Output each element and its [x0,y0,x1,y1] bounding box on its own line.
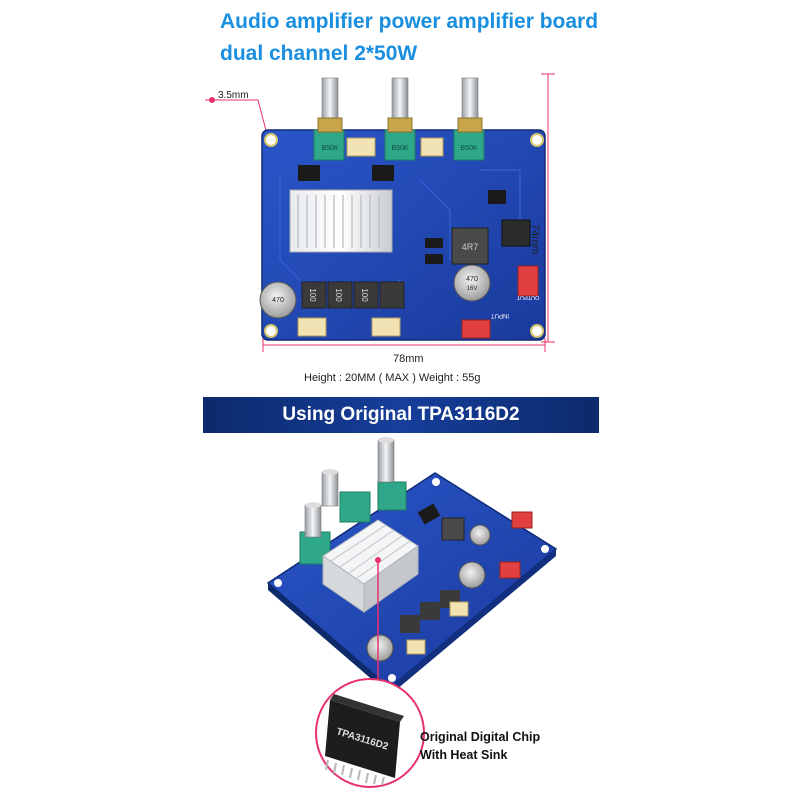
title-line-1: Audio amplifier power amplifier board [220,10,599,33]
smd-inductors-top: 100 100 100 [301,281,405,309]
banner-text: Using Original TPA3116D2 [282,404,520,425]
connector-bottom-2 [371,317,401,337]
output-connector [517,265,539,297]
potentiometer-3 [453,77,485,161]
power-inductor: 4R7 [451,227,489,265]
chip-banner: Using Original TPA3116D2 [203,397,599,433]
pot-label-1: B50K [321,145,338,152]
connector-bottom-1 [297,317,327,337]
capacitor-left: 470 [259,281,297,319]
potentiometer-1 [313,77,345,161]
cap-label-left: 470 [272,297,284,304]
title-line-2: dual channel 2*50W [220,42,418,65]
specs-text: Height : 20MM ( MAX ) Weight : 55g [304,372,481,384]
connector-top-1 [346,137,376,157]
chip-caption-line-1: Original Digital Chip [420,730,541,744]
chip-caption-line-2: With Heat Sink [420,748,508,762]
smd-label-3: 100 [360,288,369,302]
top-board-view: B50K B50K B50K 100 100 [205,73,555,352]
capacitor-right: 470 16V [453,264,491,302]
perspective-pot-2 [321,469,371,523]
height-dimension: 74mm [529,224,541,255]
chip-zoom: TPA3116D2 [315,678,425,788]
width-dimension: 78mm [393,353,424,365]
pot-label-2: B50K [391,145,408,152]
smd-label-1: 100 [308,288,317,302]
pot-label-3: B50K [460,145,477,152]
cap-label-right: 470 [466,276,478,283]
potentiometer-2 [384,77,416,161]
input-connector [461,319,491,339]
hole-dimension: 3.5mm [218,90,249,101]
inductor-label: 4R7 [462,242,479,252]
cap-volt-right: 16V [467,286,478,292]
input-label: INPUT [491,312,509,318]
heat-sink-top [289,189,393,253]
smd-label-2: 100 [334,288,343,302]
output-label: OUTPUT [516,294,539,300]
connector-top-2 [420,137,444,157]
perspective-board-view: TPA3116D2 [266,437,558,788]
perspective-pot-3 [377,437,407,511]
